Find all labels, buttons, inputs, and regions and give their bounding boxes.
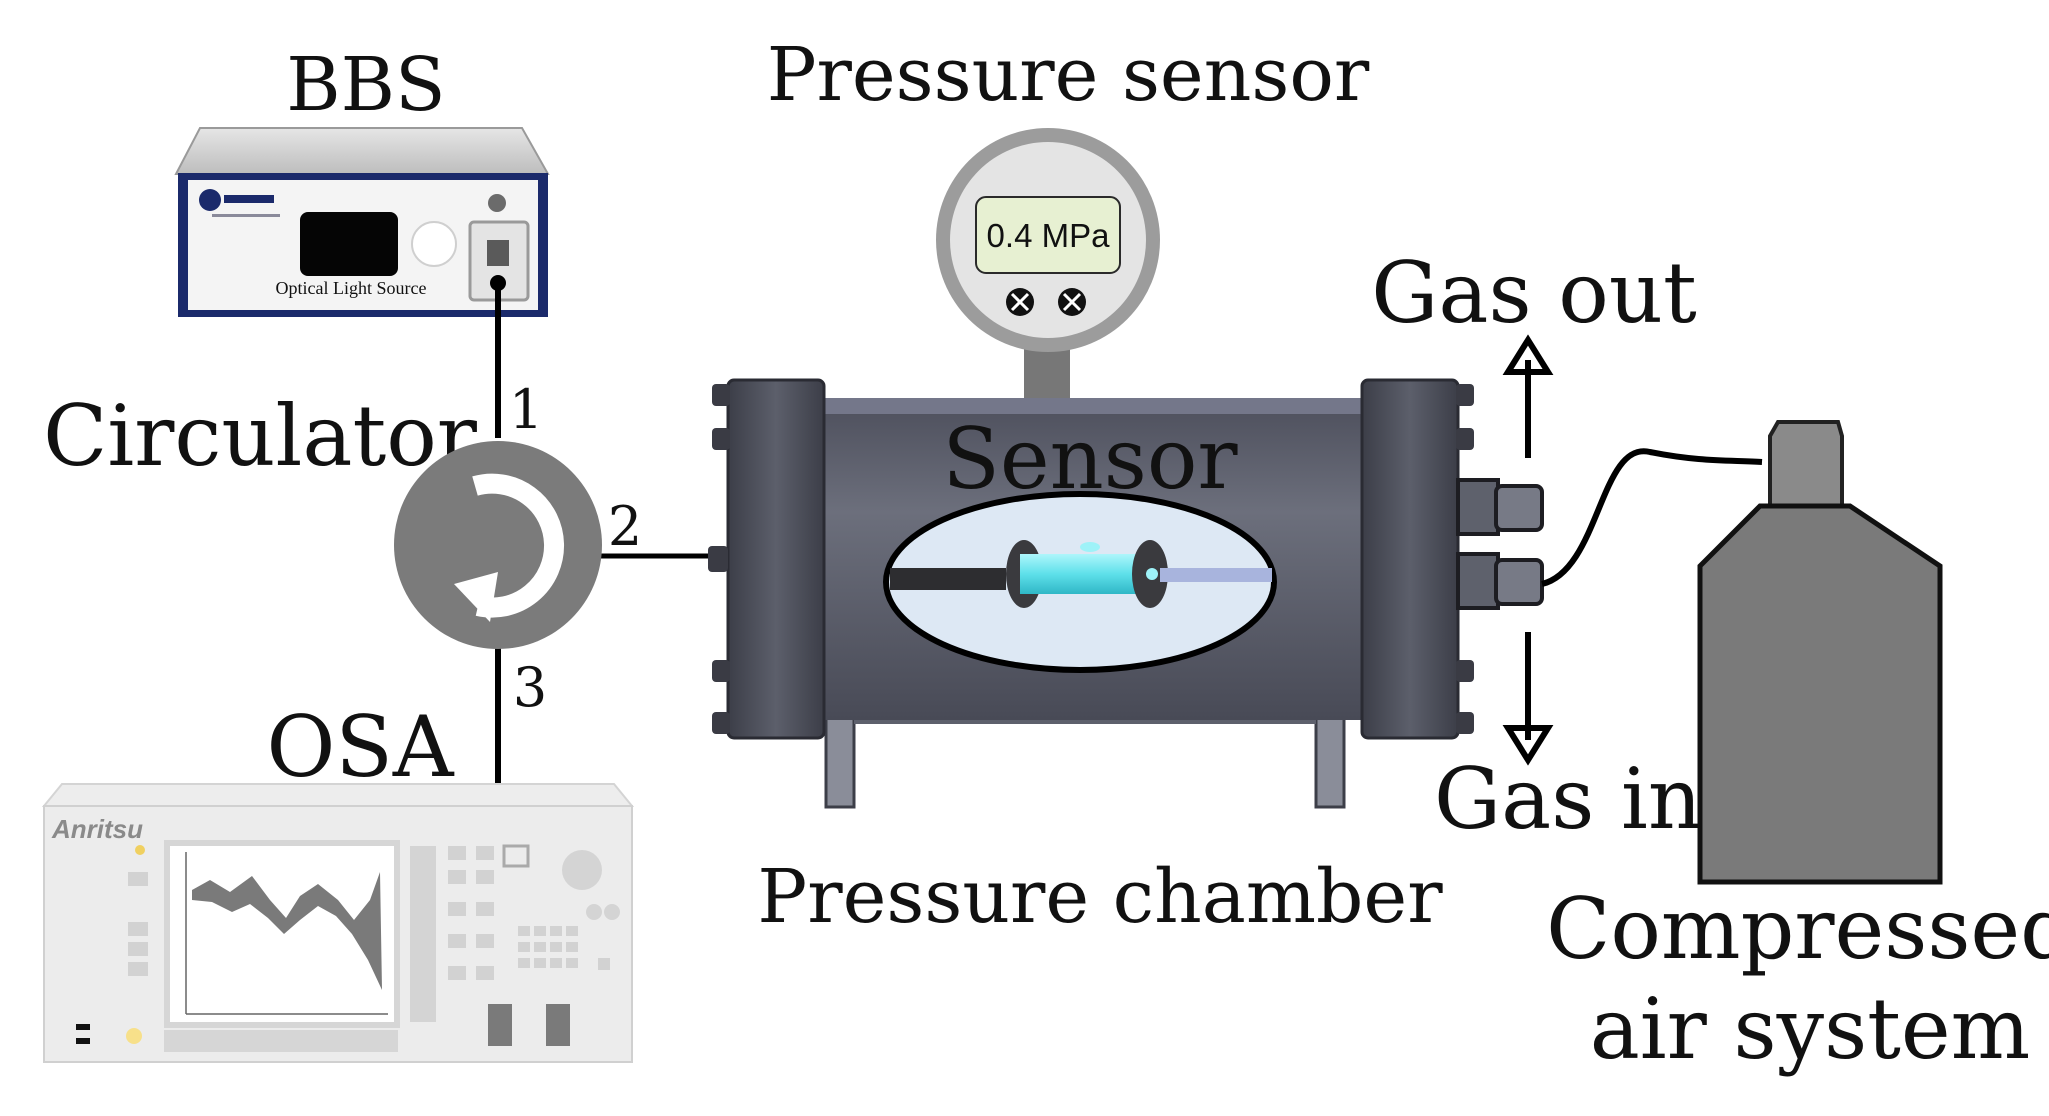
chamber-bolts-right [1456,384,1474,734]
osa-input-port[interactable] [488,1004,512,1046]
circulator-arrow-icon [454,473,565,622]
port-3-label: 3 [513,656,547,719]
pressure-sensor: Pressure sensor 0.4 MPa [767,32,1370,410]
port-2-label: 2 [608,495,642,558]
gas-in-fitting [1456,552,1544,610]
osa-softkey[interactable] [502,844,530,868]
chamber-flange-left [726,378,826,740]
bbs-panel-label: Optical Light Source [276,278,427,298]
osa-label: OSA [266,698,454,796]
compressed-label-line1: Compressed [1546,880,2049,978]
osa-rotary-knob[interactable] [562,850,602,890]
osa-small-knob-1[interactable] [586,904,602,920]
gauge-display [975,196,1121,274]
osa-power-switch[interactable] [76,1024,90,1044]
osa-bottom-strip [164,1030,398,1052]
pressure-sensor-label: Pressure sensor [767,32,1370,118]
bbs-display [300,212,398,276]
osa-screen-spectrum [185,852,388,1015]
gauge-reading: 0.4 MPa [987,217,1111,254]
air-hose [1541,448,1763,587]
chamber-bolts-left [708,384,730,734]
sensor-label: Sensor [942,410,1238,508]
chamber-flange-right [1360,378,1460,740]
sensor-lead-fiber [890,568,1006,590]
pressure-chamber: Sensor Pressure chamber [708,378,1544,940]
osa-output-port[interactable] [546,1004,570,1046]
osa-power-led [126,1028,142,1044]
circulator: Circulator 1 2 3 [43,378,642,719]
osa-brand-logo: Anritsu [51,814,143,844]
osa-small-knob-2[interactable] [604,904,620,920]
pressure-chamber-label: Pressure chamber [757,854,1443,940]
osa-keypad[interactable] [448,846,610,980]
tank-body [1697,503,1943,885]
port-1-label: 1 [509,378,543,441]
gas-out-fitting [1456,478,1544,536]
gas-in-label: Gas in [1434,750,1702,848]
fiber-bbs-connector [490,275,506,291]
osa-top-face [41,783,635,807]
sensor-core [1146,568,1158,580]
bbs-output-port[interactable] [487,240,509,266]
compressed-air-tank [1541,420,1943,885]
sensor-tail-fiber [1160,568,1272,582]
sensor-capillary [1020,554,1146,594]
gauge-button-right-icon[interactable] [1058,288,1086,316]
compressed-label-line2: air system [1590,980,2031,1078]
gauge-button-left-icon[interactable] [1006,288,1034,316]
osa-keypad-column[interactable] [410,846,436,1022]
bbs-logo-icon [199,189,280,217]
bbs-indicator-led [488,194,506,212]
bbs-top-face [174,127,550,175]
osa-left-buttons[interactable] [128,872,148,976]
gas-out-label: Gas out [1371,244,1697,342]
bbs-label: BBS [286,42,445,128]
sensor-glow-bead [1080,542,1100,552]
circulator-label: Circulator [43,387,478,485]
bbs-device: BBS Optical Light Source [174,42,550,317]
tank-valve [1768,420,1844,508]
osa-indicator-led [135,845,145,855]
gas-out-arrow [1502,334,1554,458]
circulator-body [394,441,602,649]
bbs-knob[interactable] [411,221,457,267]
chamber-body-top-edge [820,398,1366,414]
gas-in-arrow [1502,632,1554,766]
sensor-assembly [890,540,1272,608]
osa-device: OSA Anritsu [41,698,635,1063]
